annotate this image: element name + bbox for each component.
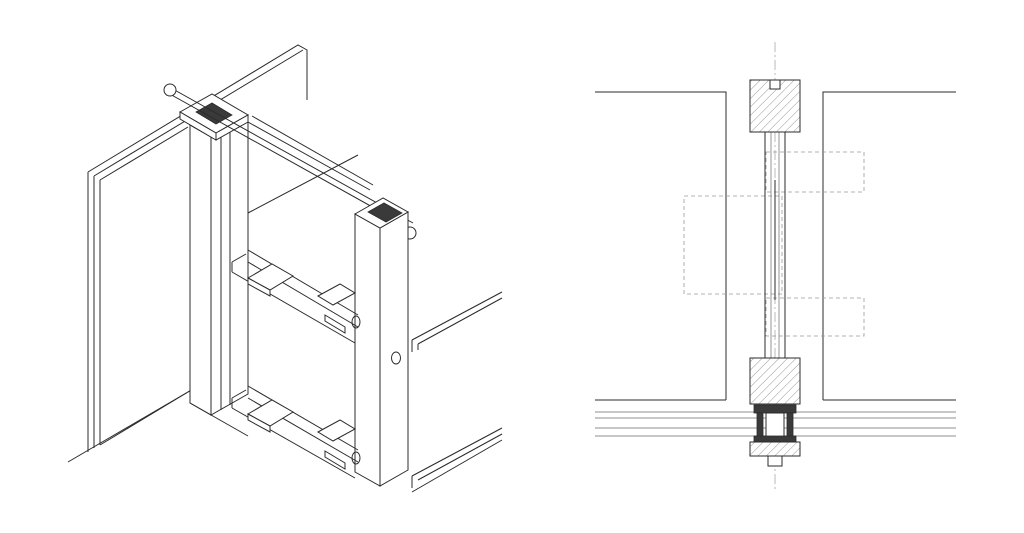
upper-bracket bbox=[231, 249, 361, 344]
lower-bracket bbox=[231, 385, 361, 479]
bottom-section-block bbox=[749, 357, 801, 405]
left-panel bbox=[67, 44, 308, 463]
left-post bbox=[189, 115, 249, 437]
right-post bbox=[353, 197, 410, 487]
top-section-block bbox=[749, 79, 801, 133]
bolt-hole bbox=[391, 351, 401, 365]
floor-lines bbox=[247, 154, 503, 493]
right-panels bbox=[411, 291, 503, 488]
axonometric-view bbox=[67, 44, 503, 493]
section-left-panel bbox=[595, 91, 727, 401]
bolt-assembly bbox=[749, 404, 801, 467]
section-view bbox=[595, 42, 956, 492]
left-top-clamp bbox=[178, 93, 250, 141]
hidden-lines bbox=[683, 151, 865, 337]
section-right-panel bbox=[822, 91, 956, 401]
bolt-nut bbox=[767, 455, 783, 467]
rod-end-nut-left bbox=[163, 83, 177, 97]
right-top-clamp bbox=[367, 202, 403, 223]
